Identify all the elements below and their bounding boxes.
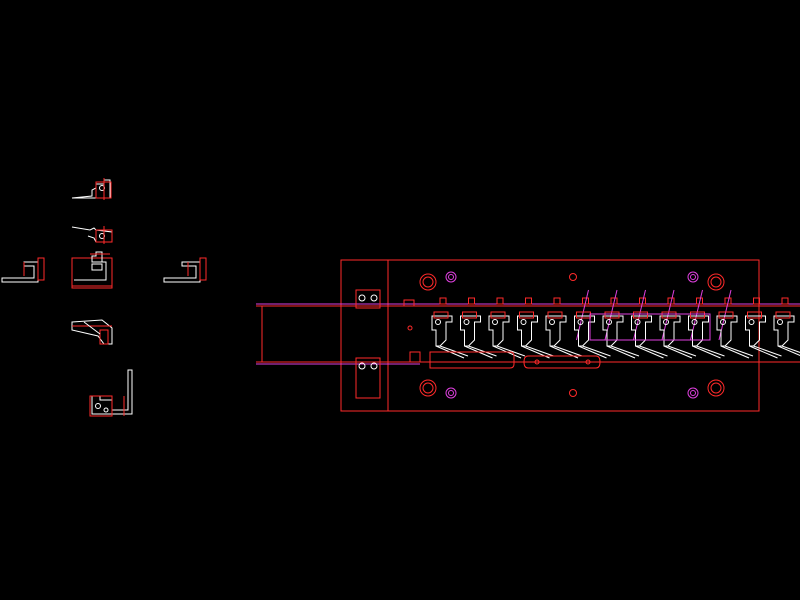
guide-pillars: [419, 273, 725, 397]
stripper-slot-2: [523, 355, 601, 369]
station-1: [431, 311, 469, 359]
station-13: [773, 311, 800, 356]
station-7: [602, 311, 640, 359]
detail-right-side: [163, 257, 207, 283]
stopper-block: [409, 351, 421, 363]
detail-l-bracket: [89, 369, 133, 417]
station-4: [517, 311, 554, 359]
pilot-1: [439, 297, 447, 305]
pilot-12: [753, 297, 760, 305]
detail-left-side: [1, 257, 45, 283]
die-plan-view: [256, 259, 800, 412]
station-5: [545, 311, 583, 359]
station-6: [574, 311, 611, 359]
bolt-holes: [445, 271, 699, 399]
station-3: [488, 311, 526, 359]
guide-block-top: [355, 289, 381, 309]
pilot-13: [781, 297, 789, 305]
guide-block-bottom: [355, 357, 381, 399]
pilot-2: [468, 297, 475, 305]
pilot-4: [525, 297, 532, 305]
station-8: [631, 311, 668, 359]
station-11: [716, 311, 754, 359]
pilot-5: [553, 297, 561, 305]
station-9: [659, 311, 697, 359]
station-12: [745, 311, 782, 359]
pilot-row: [439, 289, 789, 341]
station-2: [460, 311, 497, 359]
bending-block: [589, 313, 711, 341]
stripper-slot-1: [429, 351, 515, 369]
detail-top-2: [71, 226, 113, 244]
detail-center: [71, 251, 113, 289]
pilot-3: [496, 297, 504, 305]
station-10: [688, 311, 725, 359]
detail-top-1: [71, 178, 112, 200]
detail-wedge: [71, 319, 113, 345]
strip-stations: [431, 311, 800, 359]
